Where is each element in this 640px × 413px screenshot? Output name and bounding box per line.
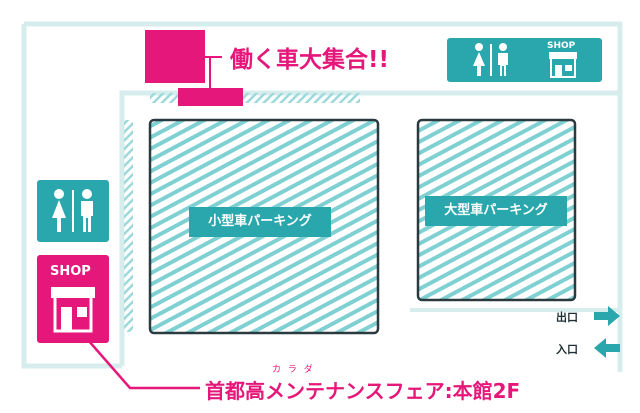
furigana: カ ラ ダ [272,365,315,375]
hatched-strip-top [150,93,360,103]
shop-sign-top-text: SHOP [547,41,576,51]
restroom-shop-sign-top: SHOP [447,38,602,82]
restroom-sign-left [37,180,109,242]
exit-label: 出口 [556,311,578,324]
shop-icon [51,287,95,333]
venue-caption: 首都高メンテナンスフェア:本館2F [205,379,521,403]
shop-sign-left: SHOP [37,255,109,343]
event-stage [178,88,243,106]
outer-wall [21,21,623,372]
arrow-right-icon [594,306,620,326]
event-leader-line [205,56,222,88]
arrow-left-icon [594,338,620,358]
restroom-icon [473,43,508,76]
entrance-label: 入口 [556,343,578,356]
small-parking-label: 小型車パーキング [189,207,331,237]
restroom-icon [52,189,93,232]
shop-icon [549,52,577,78]
event-title: 働く車大集合!! [230,47,389,73]
inner-wall [119,90,620,366]
event-marker [145,30,205,83]
shop-sign-left-text: SHOP [50,264,91,279]
venue-leader-line [87,339,200,390]
hatched-strip-left [124,120,133,332]
large-parking-label: 大型車パーキング [425,196,567,226]
